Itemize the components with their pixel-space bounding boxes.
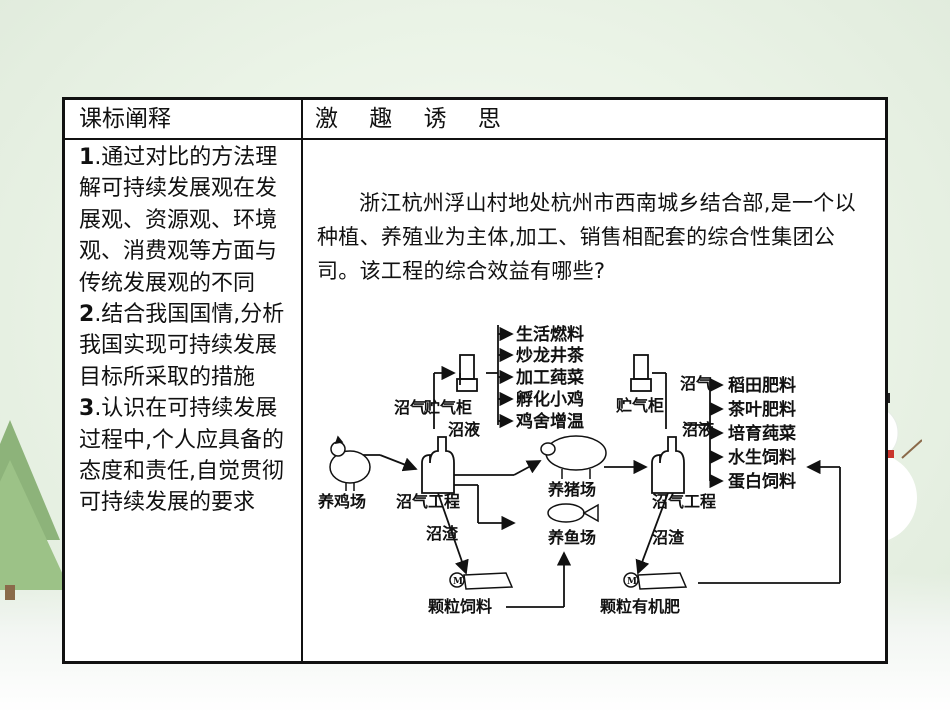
liquid-label-left: 沼液: [448, 420, 481, 439]
product-left-5: 鸡舍增温: [515, 411, 584, 432]
gas-label-left: 沼气: [394, 398, 426, 417]
pig-farm-label: 养猪场: [547, 480, 596, 499]
gas-label-right: 沼气: [680, 374, 712, 393]
tank-label-right: 贮气柜: [615, 396, 664, 415]
biogas-project-left-label: 沼气工程: [396, 492, 460, 511]
feed-pellets-label: 颗粒饲料: [428, 597, 492, 616]
objectives-cell: 1.通过对比的方法理解可持续发展观在发展观、资源观、环境观、消费观等方面与传统发…: [79, 142, 289, 519]
product-left-2: 炒龙井茶: [516, 345, 585, 366]
residue-label-left: 沼渣: [426, 524, 459, 543]
lesson-table: 课标阐释 激 趣 诱 思 1.通过对比的方法理解可持续发展观在发展观、资源观、环…: [62, 97, 888, 664]
intro-paragraph: 浙江杭州浮山村地处杭州市西南城乡结合部,是一个以种植、养殖业为主体,加工、销售相…: [317, 191, 856, 283]
product-right-4: 水生饲料: [728, 447, 796, 468]
eco-agriculture-flow-diagram: M M 生活燃料 炒龙井茶 加工莼菜 孵化小鸡 鸡舍增温 稻田肥料 茶叶肥料 培…: [318, 325, 845, 617]
fish-farm-label: 养鱼场: [547, 528, 596, 547]
column-divider: [301, 100, 303, 661]
machine-label-left: M: [453, 577, 463, 587]
product-left-3: 加工莼菜: [515, 368, 585, 388]
biogas-project-right-label: 沼气工程: [652, 492, 716, 511]
liquid-label-right: 沼液: [682, 420, 715, 439]
fish-icon: [547, 503, 599, 523]
pellet-machine-left-icon: [449, 572, 514, 590]
objective-3: 3.认识在可持续发展过程中,个人应具备的态度和责任,自觉贯彻可持续发展的要求: [79, 396, 284, 516]
product-left-4: 孵化小鸡: [516, 389, 584, 410]
chicken-farm-label: 养鸡场: [318, 492, 366, 511]
product-right-5: 蛋白饲料: [728, 471, 796, 492]
product-right-2: 茶叶肥料: [728, 399, 796, 420]
header-inspire-thinking: 激 趣 诱 思: [315, 106, 513, 132]
christmas-tree-left: [0, 420, 70, 600]
objective-1: 1.通过对比的方法理解可持续发展观在发展观、资源观、环境观、消费观等方面与传统发…: [79, 145, 278, 296]
product-right-3: 培育莼菜: [728, 423, 797, 444]
header-curriculum-explanation: 课标阐释: [79, 106, 171, 132]
table-header-row: [65, 100, 885, 140]
organic-fertilizer-label: 颗粒有机肥: [600, 597, 680, 616]
objective-2: 2.结合我国国情,分析我国实现可持续发展目标所采取的措施: [79, 302, 285, 390]
product-right-1: 稻田肥料: [728, 375, 796, 396]
pig-icon: [540, 435, 607, 479]
pellet-machine-right-icon: [623, 572, 688, 590]
tank-label-left: 贮气柜: [423, 398, 472, 417]
residue-label-right: 沼渣: [652, 528, 685, 547]
product-left-1: 生活燃料: [516, 325, 584, 345]
chicken-icon: [329, 435, 371, 491]
machine-label-right: M: [627, 577, 637, 587]
